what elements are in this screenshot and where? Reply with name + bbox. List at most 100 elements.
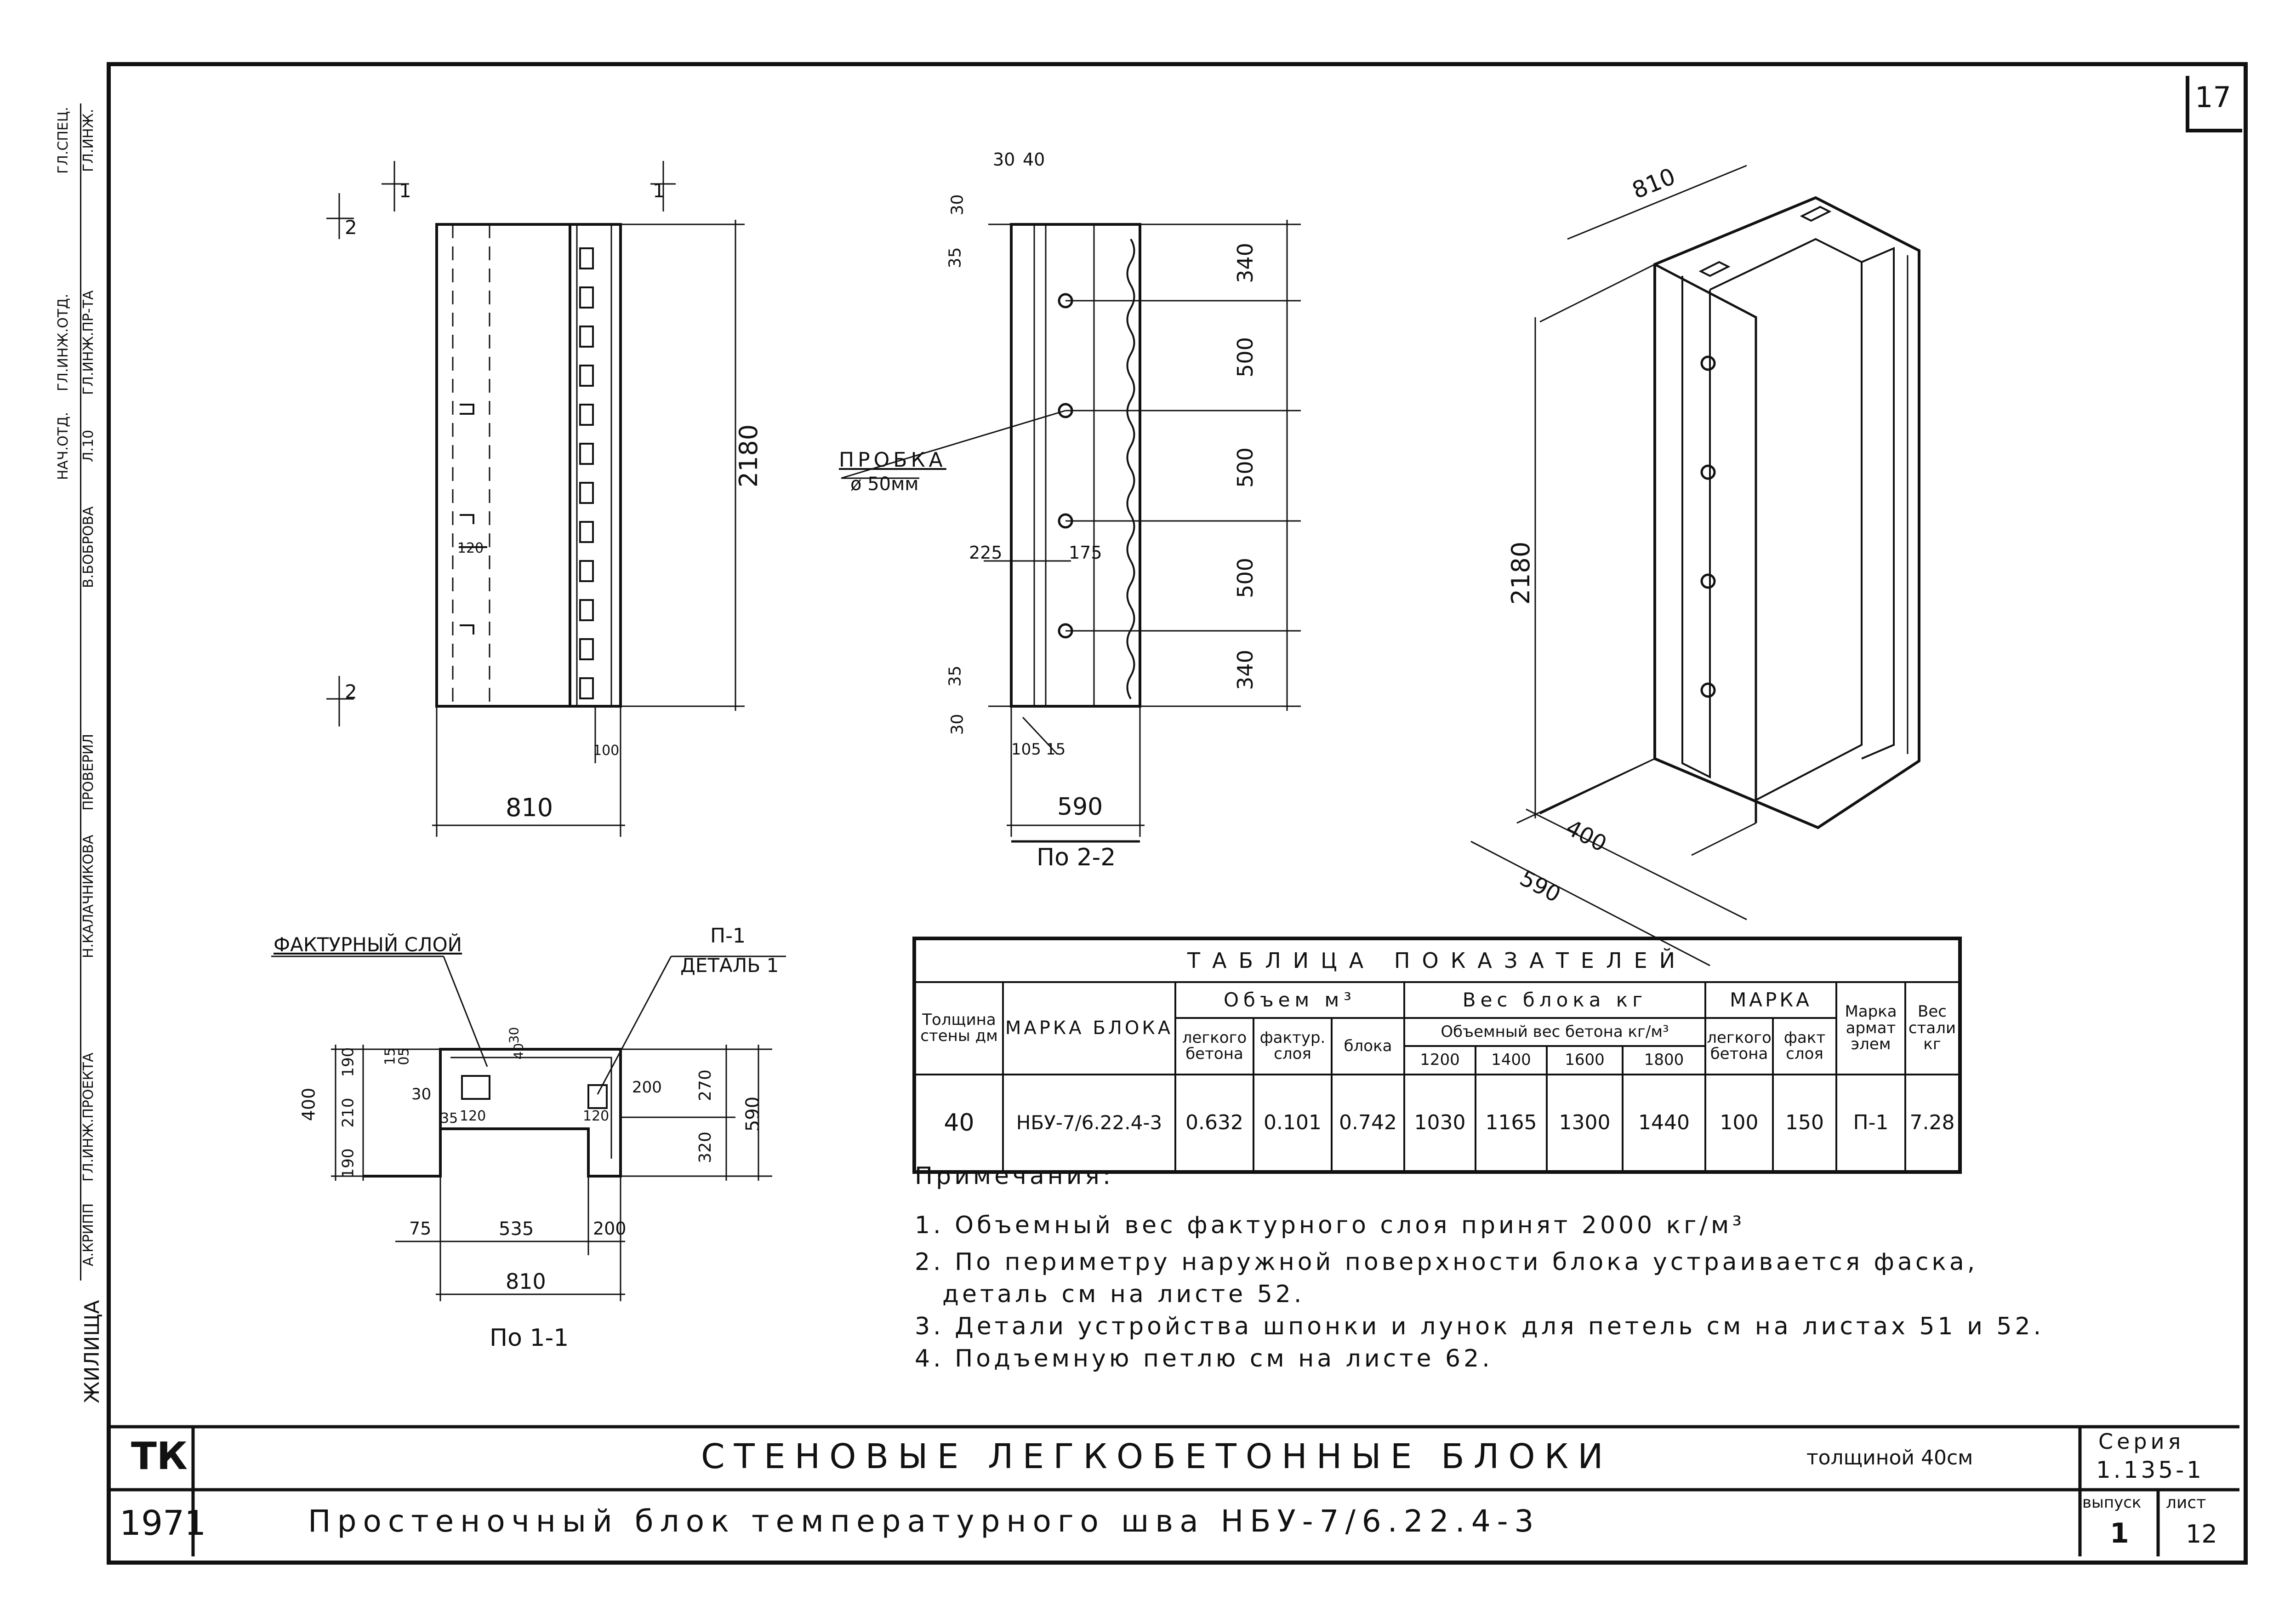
th-vol-light: легкого бетона [1174, 1017, 1254, 1075]
plan-dim-bottom: 75 [409, 1218, 432, 1239]
note-item: 3. Детали устройства шпонки и лунок для … [915, 1313, 2045, 1340]
section-mark: 2 [345, 680, 357, 703]
side-dim-right: 340 [1232, 650, 1258, 690]
th-w1400: 1400 [1475, 1045, 1548, 1075]
cell-thickness: 40 [913, 1073, 1004, 1173]
cell-steel: 7.28 [1904, 1073, 1961, 1173]
stamp-divider [80, 103, 81, 1281]
side-dim-15: 15 [1046, 740, 1066, 759]
table-title: ТАБЛИЦА ПОКАЗАТЕЛЕЙ [913, 938, 1961, 983]
title-line-2: Простеночный блок температурного шва НБУ… [308, 1504, 1540, 1539]
drawing-frame [107, 62, 2248, 1565]
plan-dim-total: 810 [506, 1269, 546, 1294]
side-dim-top: 30 [993, 149, 1015, 170]
side-dim-width: 590 [1057, 793, 1103, 821]
organization: ТК [131, 1435, 188, 1478]
th-w1800: 1800 [1622, 1045, 1706, 1075]
plan-caption: По 1-1 [490, 1324, 569, 1352]
title-line-1: СТЕНОВЫЕ ЛЕГКОБЕТОННЫЕ БЛОКИ [701, 1437, 1612, 1476]
sheet-label: лист [2166, 1493, 2206, 1512]
issue-label: выпуск [2082, 1493, 2142, 1512]
side-dim-175: 175 [1069, 543, 1102, 563]
side-caption: По 2-2 [1037, 844, 1116, 871]
notes-heading: Примечания: [915, 1162, 1114, 1190]
page-number-box [2186, 76, 2242, 132]
th-vol-fact: фактур. слоя [1253, 1017, 1333, 1075]
plan-dim-120: 120 [583, 1108, 610, 1124]
th-vol-block: блока [1331, 1017, 1405, 1075]
cell-w1400: 1165 [1475, 1073, 1548, 1173]
sheet-value: 12 [2186, 1520, 2217, 1549]
front-dim-height: 2180 [734, 424, 763, 488]
indicators-table: ТАБЛИЦА ПОКАЗАТЕЛЕЙ Толщина стены дм МАР… [912, 937, 1962, 1174]
plan-dim-left: 190 [339, 1047, 358, 1077]
plan-dim-120: 120 [460, 1108, 486, 1124]
plan-dim-right: 590 [742, 1096, 764, 1132]
side-dim-right: 340 [1232, 243, 1258, 283]
side-view-plugs [1058, 293, 1073, 639]
note-item: 4. Подъемную петлю см на листе 62. [915, 1345, 1493, 1372]
side-dim-right: 500 [1232, 337, 1258, 377]
th-w1600: 1600 [1546, 1045, 1624, 1075]
th-steel: Вес стали кг [1904, 981, 1961, 1075]
th-thickness: Толщина стены дм [913, 981, 1004, 1075]
th-mark: МАРКА БЛОКА [1002, 981, 1176, 1075]
plan-dim-bottom: 200 [593, 1218, 627, 1239]
cell-w1200: 1030 [1403, 1073, 1476, 1173]
plan-dim-left: 400 [298, 1087, 319, 1121]
plan-dim-right: 320 [695, 1132, 715, 1163]
side-dim-top: 40 [1023, 149, 1045, 170]
plan-dim-200: 200 [632, 1078, 662, 1097]
cell-w1600: 1300 [1546, 1073, 1624, 1173]
note-item: деталь см на листе 52. [942, 1281, 1305, 1308]
side-view-outline [1010, 223, 1141, 708]
iso-view [1653, 196, 1920, 829]
front-dim-width: 810 [506, 793, 553, 822]
label-detail: ДЕТАЛЬ 1 [680, 954, 779, 977]
plan-dim-35: 35 [440, 1110, 458, 1126]
year: 1971 [120, 1504, 206, 1543]
side-dim-right: 500 [1232, 447, 1258, 488]
side-dim-30-bottom: 30 [948, 714, 967, 735]
title-suffix: толщиной 40см [1806, 1446, 1973, 1469]
section-mark: 1 [399, 179, 411, 202]
th-grade-light: легкого бетона [1704, 1017, 1774, 1075]
plug-size: ø 50мм [850, 474, 919, 495]
th-arm: Марка армат элем [1835, 981, 1906, 1075]
page-number: 17 [2195, 80, 2231, 114]
plan-dim-left: 190 [339, 1148, 358, 1178]
side-dim-35-top: 35 [946, 247, 965, 269]
plan-dim-30: 30 [411, 1085, 432, 1103]
plan-dim-left: 210 [339, 1098, 358, 1128]
th-volume: Объем м³ [1174, 981, 1405, 1019]
issue-value: 1 [2110, 1517, 2129, 1549]
plan-dim-bottom: 535 [499, 1218, 534, 1240]
cell-vol-light: 0.632 [1174, 1073, 1254, 1173]
side-dim-225: 225 [969, 543, 1003, 563]
series-label: Серия [2098, 1429, 2185, 1454]
label-part: П-1 [710, 924, 746, 948]
cell-vol-block: 0.742 [1331, 1073, 1405, 1173]
section-mark: 1 [653, 179, 665, 202]
side-dim-105: 105 [1011, 740, 1041, 759]
stamp-strip [54, 103, 108, 1556]
note-item: 1. Объемный вес фактурного слоя принят 2… [915, 1212, 1745, 1239]
section-mark: 2 [345, 216, 357, 239]
plan-dim-40: 40 [511, 1043, 526, 1060]
cell-w1800: 1440 [1622, 1073, 1706, 1173]
side-dim-35-bottom: 35 [946, 665, 965, 687]
th-grade: МАРКА [1704, 981, 1837, 1019]
plan-dim-05: 05 [396, 1047, 412, 1065]
cell-arm: П-1 [1835, 1073, 1906, 1173]
front-dim-120: 120 [457, 540, 484, 556]
plug-label: ПРОБКА [839, 448, 946, 472]
cell-vol-fact: 0.101 [1253, 1073, 1333, 1173]
th-w1200: 1200 [1403, 1045, 1476, 1075]
cell-grade-light: 100 [1704, 1073, 1774, 1173]
plan-dim-right: 270 [695, 1069, 715, 1101]
note-item: 2. По периметру наружной поверхности бло… [915, 1248, 1978, 1276]
cell-grade-fact: 150 [1772, 1073, 1837, 1173]
th-grade-fact: факт слоя [1772, 1017, 1837, 1075]
front-view-outline [435, 223, 622, 708]
